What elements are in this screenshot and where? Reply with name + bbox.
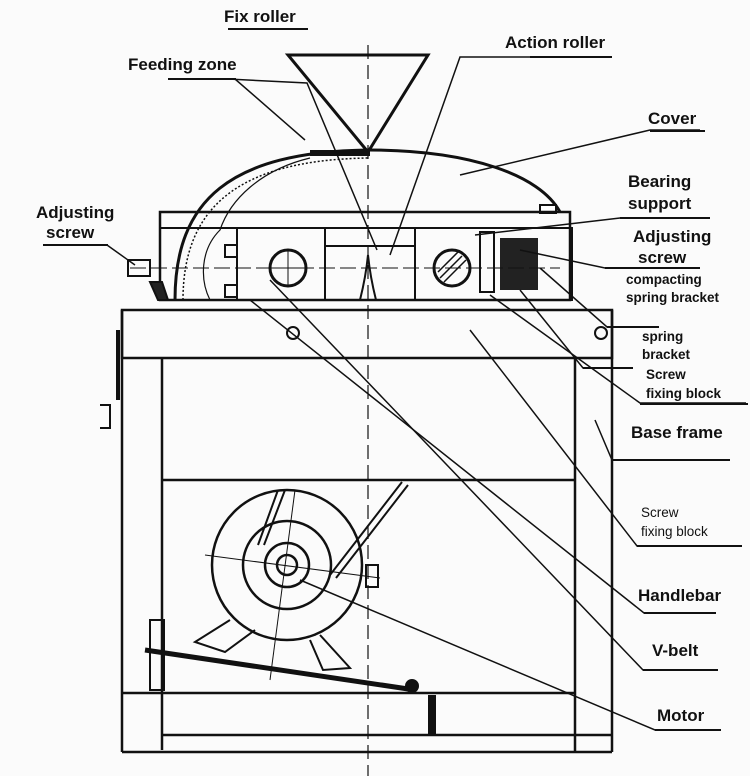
- label-underline: [640, 403, 748, 405]
- label-handlebar: Handlebar: [638, 586, 722, 605]
- label-underline: [605, 267, 700, 269]
- label-spring-bracket-2: bracket: [642, 347, 691, 362]
- label-spring-bracket-1: spring: [642, 329, 684, 344]
- label-underline: [655, 729, 721, 731]
- label-action-roller: Action roller: [505, 33, 606, 52]
- label-underline: [620, 217, 710, 219]
- label-adjusting-screw-left-1: Adjusting: [36, 203, 115, 222]
- label-underline: [530, 56, 612, 58]
- bearing-housing: [127, 210, 573, 302]
- label-motor: Motor: [657, 706, 705, 725]
- label-fix-roller: Fix roller: [224, 7, 296, 26]
- label-underline: [168, 78, 236, 80]
- label-screw-fixing-block-2a: Screw: [641, 505, 679, 520]
- label-underline: [650, 130, 705, 132]
- label-screw-fixing-block-2b: fixing block: [641, 524, 708, 539]
- label-feeding-zone: Feeding zone: [128, 55, 237, 74]
- hopper: [284, 53, 431, 155]
- label-base-frame: Base frame: [631, 423, 723, 442]
- base-frame: [100, 308, 614, 754]
- label-adjusting-screw-left-2: screw: [46, 223, 95, 242]
- label-cover: Cover: [648, 109, 697, 128]
- label-bearing-support-2: support: [628, 194, 692, 213]
- label-compacting-spring-bracket-1: compacting: [626, 272, 702, 287]
- label-adjusting-screw-right-1: Adjusting: [633, 227, 712, 246]
- label-underline: [643, 669, 718, 671]
- leader-lines: [43, 56, 746, 731]
- label-underline: [43, 244, 108, 246]
- label-underline: [644, 612, 716, 614]
- label-underline: [228, 28, 308, 30]
- label-screw-fixing-block-1a: Screw: [646, 367, 686, 382]
- label-v-belt: V-belt: [652, 641, 699, 660]
- cover: [173, 148, 562, 301]
- label-underline: [583, 367, 633, 369]
- label-compacting-spring-bracket-2: spring bracket: [626, 290, 720, 305]
- label-screw-fixing-block-1b: fixing block: [646, 386, 722, 401]
- label-underline: [637, 545, 742, 547]
- label-underline: [612, 459, 730, 461]
- label-underline: [607, 326, 659, 328]
- label-adjusting-screw-right-2: screw: [638, 248, 687, 267]
- label-bearing-support-1: Bearing: [628, 172, 692, 191]
- motor: [144, 481, 419, 693]
